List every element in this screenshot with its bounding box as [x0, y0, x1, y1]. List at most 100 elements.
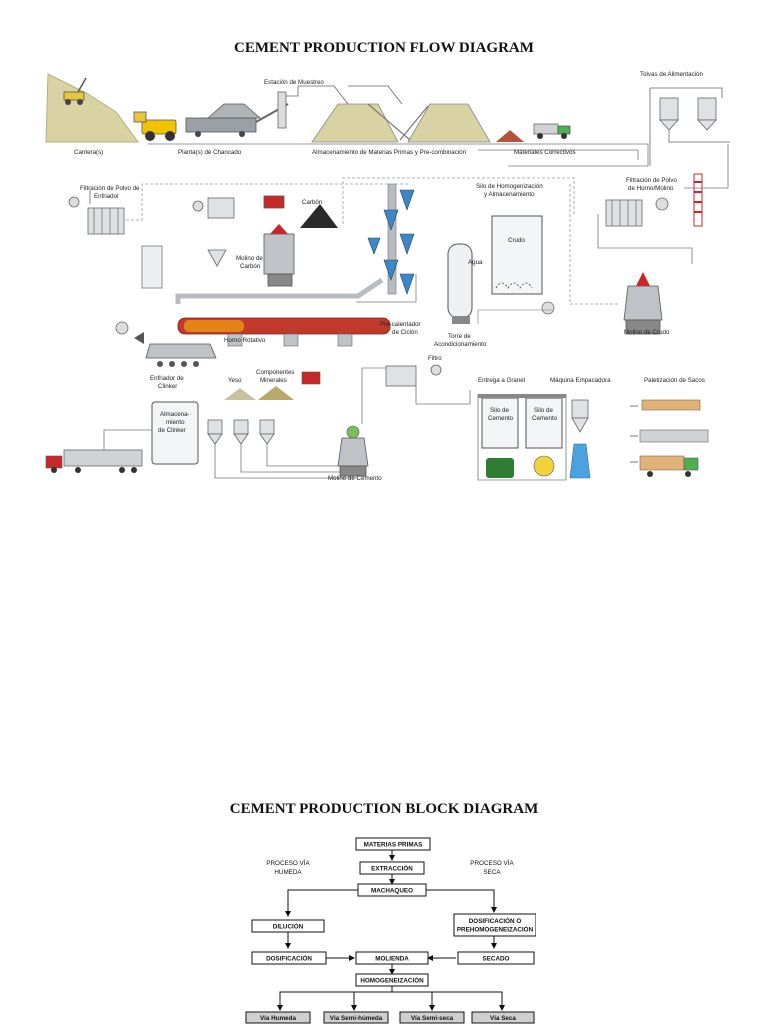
packing-machine — [569, 399, 591, 479]
label-quarry: Cantera(s) — [74, 149, 103, 156]
rotary-kiln — [115, 317, 391, 347]
corrective-materials — [496, 123, 571, 142]
label-gypsum: Yeso — [228, 377, 242, 384]
palletizing — [630, 399, 709, 477]
label-wet-process-1: PROCESO VÍA — [266, 858, 310, 867]
label-cement-mill: Molino de Cemento — [328, 475, 382, 482]
box-semi-dry-route: Vía Semi-seca — [399, 1011, 465, 1024]
flow-diagram-title: CEMENT PRODUCTION FLOW DIAGRAM — [234, 40, 534, 56]
box-extraction: EXTRACCIÓN — [359, 861, 425, 875]
svg-text:SECADO: SECADO — [483, 956, 510, 963]
quarry — [45, 73, 139, 143]
cement-flow-diagram: Estación de Muestreo Tolvas de Alimentac… — [45, 71, 730, 482]
label-homog-silo-1: Silo de Homogenización — [476, 183, 543, 190]
label-cooler-filter-2: Enfriador — [94, 193, 119, 200]
sampling-station — [277, 85, 403, 129]
label-cement-silo-1b: Cemento — [488, 415, 514, 422]
cooler-dust-filter — [68, 190, 125, 235]
raw-mill — [541, 272, 663, 335]
label-crushing-plant: Planta(s) de Chancado — [178, 149, 242, 156]
box-homogenization: HOMOGENEIZACIÓN — [355, 973, 429, 987]
label-cement-silo-2b: Cemento — [532, 415, 558, 422]
crushing-plant — [185, 103, 289, 137]
label-kiln-filter-1: Filtración de Polvo — [626, 177, 677, 184]
label-cement-silo-2a: Silo de — [534, 407, 553, 414]
cement-filter — [361, 364, 471, 424]
loader-truck — [133, 111, 177, 141]
box-drying: SECADO — [457, 951, 535, 965]
label-corrective-materials: Materiales Correctivos — [514, 149, 576, 156]
box-dilution: DILUCIÓN — [251, 919, 325, 933]
svg-text:DOSIFICACIÓN: DOSIFICACIÓN — [266, 954, 312, 963]
label-mineral-components-1: Componentes — [256, 369, 295, 376]
label-water: Agua — [468, 259, 483, 266]
svg-text:HOMOGENEIZACIÓN: HOMOGENEIZACIÓN — [360, 976, 424, 985]
label-cooler-filter-1: Filtración de Polvo de — [80, 185, 140, 192]
clinker-truck — [45, 429, 152, 473]
heat-exchanger — [141, 245, 163, 289]
svg-text:EXTRACCIÓN: EXTRACCIÓN — [371, 864, 413, 873]
label-mineral-components-2: Minerales — [260, 377, 287, 384]
label-dry-process-2: SECA — [483, 869, 501, 876]
label-bulk-delivery: Entrega a Granel — [478, 377, 525, 384]
label-clinker-storage-1: Almacena- — [160, 411, 190, 418]
svg-text:Vía Semi-seca: Vía Semi-seca — [411, 1015, 454, 1022]
clinker-cooler — [134, 332, 217, 367]
box-semi-wet-route: Vía Semi-húmeda — [323, 1011, 389, 1024]
svg-text:PREHOMOGENEIZACIÓN: PREHOMOGENEIZACIÓN — [457, 925, 534, 934]
label-clinker-storage-3: de Clinker — [158, 427, 186, 434]
box-grinding: MOLIENDA — [355, 951, 429, 965]
label-dry-process-1: PROCESO VÍA — [470, 858, 514, 867]
preheater-tower — [367, 183, 415, 295]
label-cement-silo-1a: Silo de — [490, 407, 509, 414]
label-filter: Filtro — [428, 355, 442, 362]
label-coal: Carbón — [302, 199, 323, 206]
conditioning-tower — [447, 243, 473, 324]
label-clinker-cooler-1: Enfriador de — [150, 375, 184, 382]
cement-silos — [477, 394, 567, 481]
label-raw-storage: Almacenamiento de Materias Primas y Pre-… — [312, 149, 467, 156]
label-sampling-station: Estación de Muestreo — [264, 79, 324, 86]
kiln-dust-filter — [605, 173, 703, 227]
svg-text:Vía Seca: Vía Seca — [490, 1015, 516, 1022]
box-dry-route: Vía Seca — [471, 1011, 535, 1024]
box-dosing-prehomog: DOSIFICACIÓN O PREHOMOGENEIZACIÓN — [453, 913, 536, 937]
box-raw-materials: MATERIAS PRIMAS — [355, 837, 431, 851]
svg-text:Vía Semi-húmeda: Vía Semi-húmeda — [330, 1015, 383, 1022]
label-preheater-2: de Ciclón — [392, 329, 418, 336]
cement-mill — [337, 425, 369, 477]
svg-text:DOSIFICACIÓN O: DOSIFICACIÓN O — [469, 916, 522, 925]
label-clinker-storage-2: miento — [166, 419, 185, 426]
label-kiln-filter-2: de Horno/Molino — [628, 185, 674, 192]
label-clinker-cooler-2: Clinker — [158, 383, 177, 390]
svg-text:MOLIENDA: MOLIENDA — [375, 956, 409, 963]
box-wet-route: Vía Humeda — [245, 1011, 311, 1024]
label-homog-silo-2: y Almacenamiento — [484, 191, 535, 198]
label-rotary-kiln: Horno Rotativo — [224, 337, 266, 344]
label-raw-mill: Molino de Crudo — [624, 329, 670, 336]
svg-text:Vía Humeda: Vía Humeda — [260, 1015, 297, 1022]
label-packing-machine: Máquina Empacadora — [550, 377, 611, 384]
label-coal-mill-1: Molino de — [236, 255, 263, 262]
clinker-storage — [151, 401, 199, 465]
block-diagram-title: CEMENT PRODUCTION BLOCK DIAGRAM — [229, 801, 539, 817]
raw-material-piles — [311, 103, 491, 143]
svg-text:MACHAQUEO: MACHAQUEO — [371, 888, 413, 895]
cement-block-diagram: PROCESO VÍA HUMEDA PROCESO VÍA SECA MATE… — [245, 837, 536, 1024]
svg-text:DILUCIÓN: DILUCIÓN — [273, 922, 304, 931]
box-crushing: MACHAQUEO — [357, 883, 427, 897]
label-conditioning-tower-2: Acondicionamiento — [434, 341, 487, 348]
svg-text:MATERIAS PRIMAS: MATERIAS PRIMAS — [364, 842, 423, 849]
additive-hoppers — [207, 371, 358, 479]
homogenization-silo — [491, 215, 543, 295]
label-raw-meal: Crudo — [508, 237, 525, 244]
box-dosing: DOSIFICACIÓN — [251, 951, 327, 965]
label-coal-mill-2: Carbón — [240, 263, 261, 270]
label-conditioning-tower-1: Torre de — [448, 333, 471, 340]
label-bag-palletizing: Paletización de Sacos — [644, 377, 705, 384]
label-feed-hoppers: Tolvas de Alimentación — [640, 71, 703, 78]
feed-hoppers — [649, 87, 730, 166]
label-wet-process-2: HUMEDA — [274, 869, 302, 876]
coal-mill — [192, 195, 338, 287]
label-preheater-1: Pre-calentador — [380, 321, 421, 328]
